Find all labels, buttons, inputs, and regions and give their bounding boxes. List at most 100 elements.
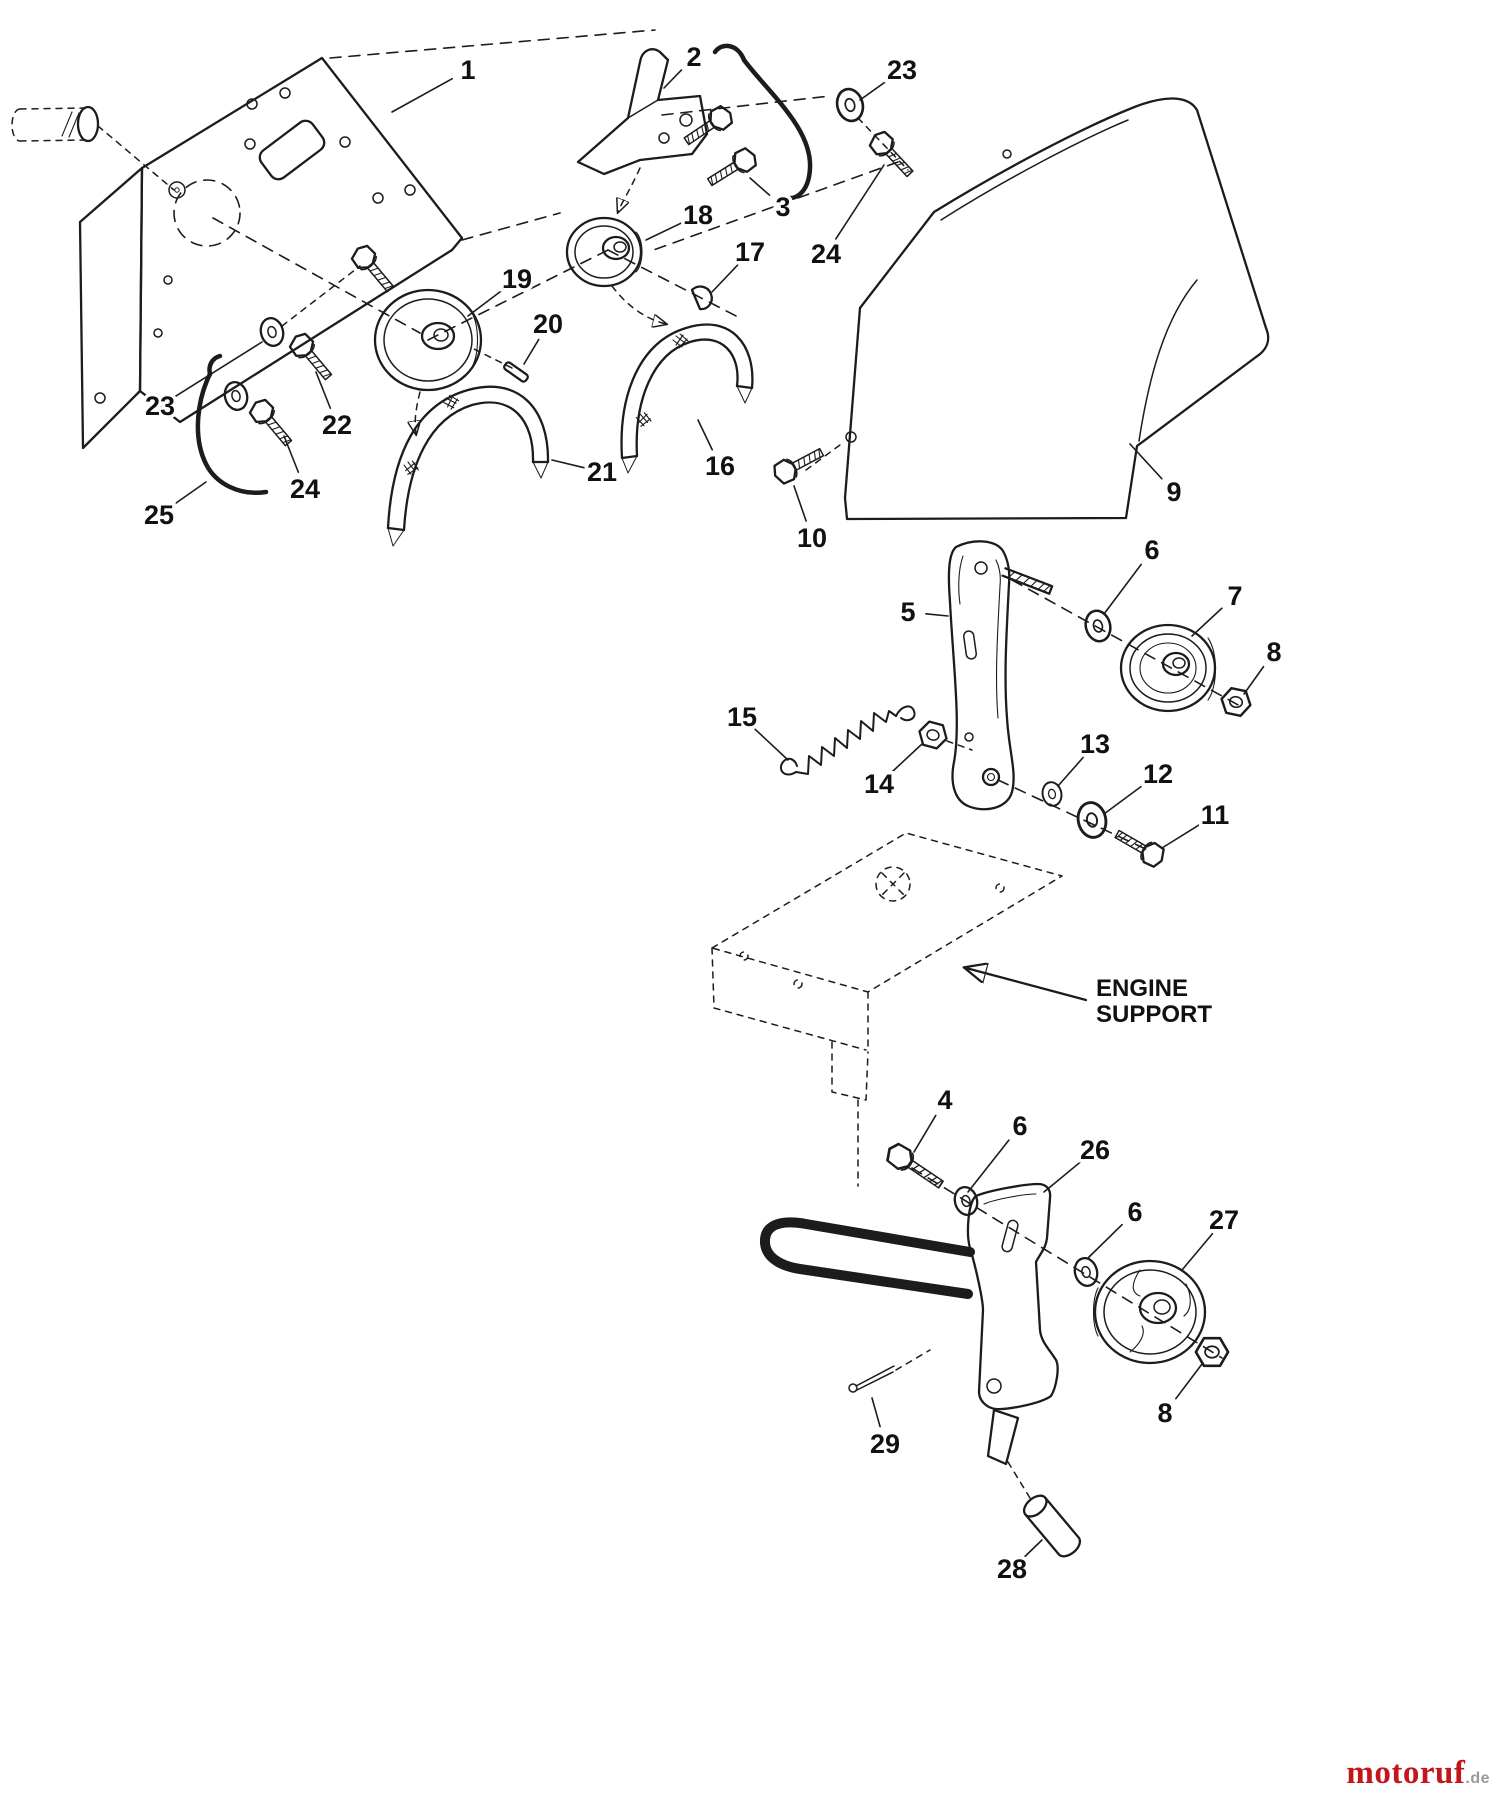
part-label-4: 4 xyxy=(937,1085,952,1115)
engine-support-label-line2: SUPPORT xyxy=(1096,1001,1212,1028)
part-label-25: 25 xyxy=(144,500,174,530)
part-label-22: 22 xyxy=(322,410,352,440)
part-label-6-upper: 6 xyxy=(1144,535,1159,565)
leader-5 xyxy=(925,612,949,617)
part-label-21: 21 xyxy=(587,457,617,487)
key-part17 xyxy=(690,285,713,311)
watermark-suffix: .de xyxy=(1465,1770,1490,1787)
leader-17 xyxy=(711,264,739,293)
belt-guide-part21 xyxy=(386,385,550,547)
leader-23-top xyxy=(859,79,889,101)
part-label-26: 26 xyxy=(1080,1135,1110,1165)
part-label-3: 3 xyxy=(775,192,790,222)
engine-support-label-line1: ENGINE xyxy=(1096,975,1188,1002)
bolt-part24-left xyxy=(245,395,299,452)
leader-23-left xyxy=(174,341,263,398)
leader-1 xyxy=(391,77,454,113)
part-label-7: 7 xyxy=(1227,581,1242,611)
leader-22 xyxy=(315,371,332,410)
bracket-part26 xyxy=(966,1182,1059,1466)
bracket-part2 xyxy=(576,48,709,176)
nut-part8-upper xyxy=(1217,685,1255,719)
bolt-part11 xyxy=(1110,823,1169,871)
leader-18 xyxy=(645,221,683,241)
belt-cover-part9 xyxy=(843,97,1270,521)
leader-11 xyxy=(1161,823,1201,849)
leader-3 xyxy=(749,177,771,196)
key-part20 xyxy=(503,361,529,383)
engine-support-arrow xyxy=(966,968,1088,1002)
leader-6-lower xyxy=(1087,1223,1123,1259)
leader-13 xyxy=(1057,756,1084,787)
leader-27 xyxy=(1181,1232,1214,1271)
part-label-15: 15 xyxy=(727,702,757,732)
part-label-24-top: 24 xyxy=(811,239,841,269)
engine-support xyxy=(711,832,1063,1187)
part-label-8-lower: 8 xyxy=(1157,1398,1172,1428)
part-label-23-left: 23 xyxy=(145,391,175,421)
part-label-6-lower: 6 xyxy=(1127,1197,1142,1227)
part-label-20: 20 xyxy=(533,309,563,339)
part-label-2: 2 xyxy=(686,42,701,72)
shaft-stub xyxy=(11,105,175,191)
bolt-near-plate xyxy=(347,241,401,298)
washer-part23-top xyxy=(832,84,868,126)
construction-lines xyxy=(212,29,909,434)
leader-26 xyxy=(1043,1160,1082,1193)
part-label-29: 29 xyxy=(870,1429,900,1459)
cotter-axis xyxy=(895,1349,931,1371)
leader-9 xyxy=(1129,443,1163,480)
bolt-part24-top xyxy=(865,127,920,183)
part-label-17: 17 xyxy=(735,237,765,267)
idler-pulley-part27 xyxy=(1092,1259,1207,1365)
pulley-part18 xyxy=(565,216,643,288)
part-label-27: 27 xyxy=(1209,1205,1239,1235)
leader-24-left xyxy=(283,435,300,474)
idler-arm-part5 xyxy=(947,540,1015,811)
leader-24-top xyxy=(835,164,885,240)
leader-21 xyxy=(551,459,586,469)
leader-19 xyxy=(467,289,504,317)
idler-axis-lower xyxy=(997,779,1153,853)
leader-10 xyxy=(793,485,807,522)
part-label-11: 11 xyxy=(1201,800,1230,830)
leader-20 xyxy=(523,338,540,365)
rod-part3 xyxy=(712,43,813,201)
leader-4 xyxy=(913,1114,937,1153)
bolt-part3-b xyxy=(702,144,761,193)
bottom-axis xyxy=(911,1167,1223,1359)
part-label-10: 10 xyxy=(797,523,827,553)
leader-14 xyxy=(891,743,923,773)
washer-part12 xyxy=(1073,798,1111,842)
nut14-axis xyxy=(946,740,973,751)
idler-axis-upper xyxy=(1011,579,1241,707)
leader-25 xyxy=(172,481,207,506)
watermark-brand: motoruf xyxy=(1346,1755,1466,1791)
part-label-28: 28 xyxy=(997,1554,1027,1584)
part-label-8-upper: 8 xyxy=(1266,637,1281,667)
leader-8-upper xyxy=(1243,665,1265,695)
spacer-part28 xyxy=(1022,1494,1082,1558)
bolt-part4 xyxy=(881,1139,949,1195)
stud-part6 xyxy=(1001,567,1054,595)
leader-15 xyxy=(754,728,789,761)
watermark: motoruf.de xyxy=(1346,1755,1490,1792)
part-label-13: 13 xyxy=(1080,729,1110,759)
washer-left-lower xyxy=(220,378,252,414)
leader-6-mid xyxy=(967,1139,1010,1193)
washer-part6-upper xyxy=(1081,606,1115,646)
part-label-9: 9 xyxy=(1166,477,1181,507)
part-label-1: 1 xyxy=(460,55,475,85)
bolt10-axis xyxy=(805,441,845,471)
part-label-23-top: 23 xyxy=(887,55,917,85)
leader-8-lower xyxy=(1175,1363,1203,1400)
part-label-5: 5 xyxy=(900,597,915,627)
spring-part15 xyxy=(779,705,916,776)
part-label-12: 12 xyxy=(1143,759,1173,789)
pulley-part19 xyxy=(373,288,483,392)
rod-part25 xyxy=(195,353,269,495)
washer-part23-left xyxy=(256,314,288,350)
